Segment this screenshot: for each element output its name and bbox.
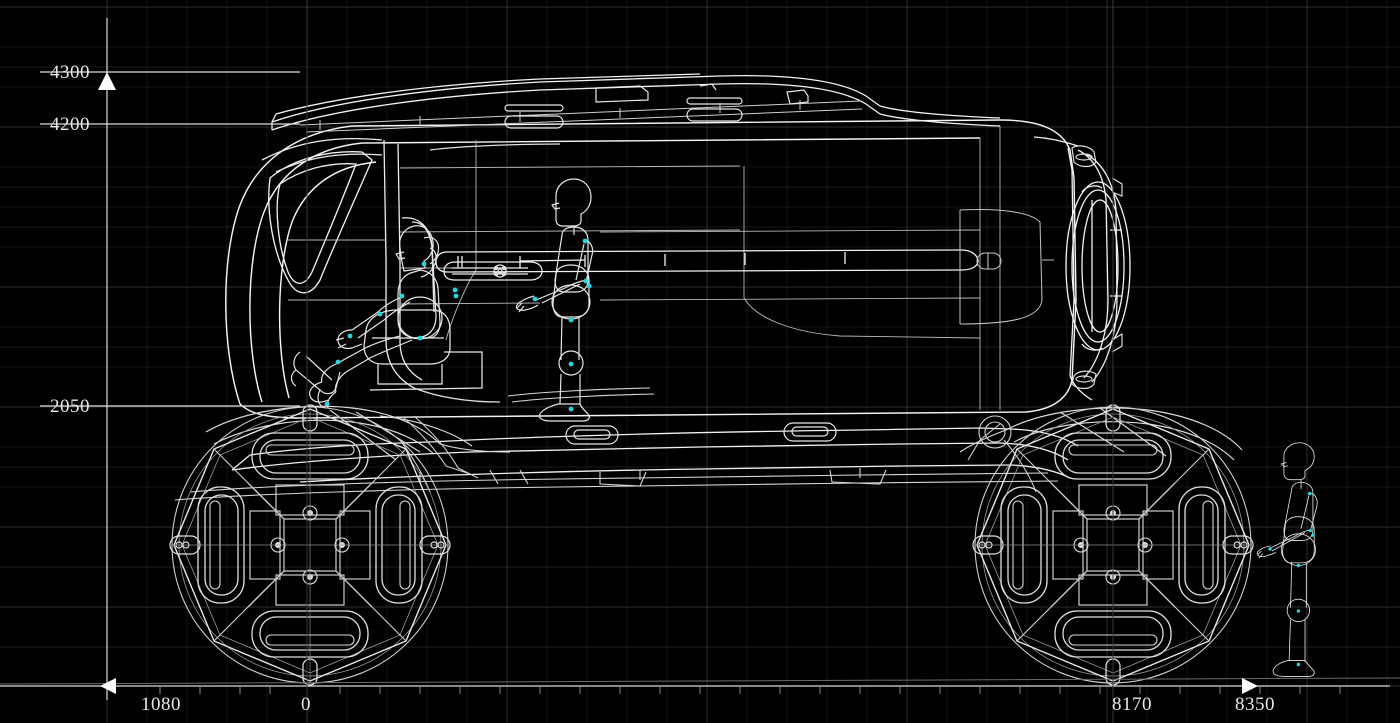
dimension-axes [0,18,1390,700]
roof-rails [299,100,863,133]
seated-driver-figure [309,225,443,409]
height-arrow-up [98,72,116,90]
axis-ticks [159,686,1341,694]
dimension-label-8170: 8170 [1112,694,1152,715]
station-lines [306,0,1114,723]
dimension-label-4300: 4300 [50,62,90,83]
standing-passenger-joints [532,238,592,412]
length-arrow-left [100,678,116,694]
cabin-panel-lines [288,126,1001,410]
ground-reflection [0,677,1400,685]
dimension-label-2050: 2050 [50,396,90,417]
dimension-label-0: 0 [301,694,311,715]
chassis-step-pads [565,422,837,445]
dimension-label-8350: 8350 [1235,694,1275,715]
dimension-label-4200: 4200 [50,114,90,135]
cabin-body [225,119,1077,419]
cabin-front-door-opening [413,143,561,403]
roof-panel [271,73,1001,131]
front-wheel-arch [205,405,511,461]
driver-console [443,261,543,281]
roof-vents [504,83,809,129]
length-arrow-right [1242,678,1258,694]
driver-pedals-controls [290,351,341,409]
dimension-label-1080: 1080 [141,694,181,715]
a-pillar-window [268,151,373,294]
seated-driver-joints [324,261,459,407]
cabin-rear-interior [959,209,1054,325]
rear-vents [1071,145,1123,390]
rear-tail-light [1065,181,1131,351]
rear-suspension-arms [967,415,1037,493]
rear-wheel-arch [959,407,1243,461]
rear-body-detail [1033,136,1118,401]
grid-secondary [0,66,1400,648]
standing-passenger-platform [507,387,655,403]
